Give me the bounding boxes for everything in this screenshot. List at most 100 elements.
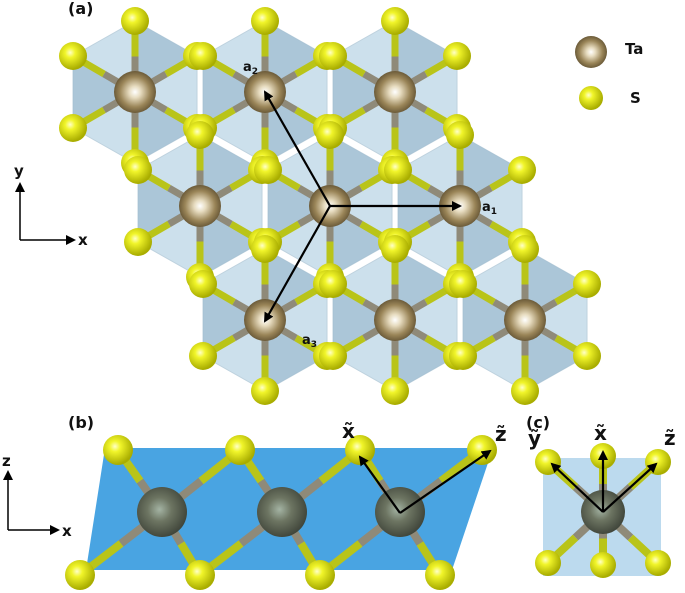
polyhedron-face <box>463 284 525 356</box>
vector-a2-arrow <box>264 90 331 207</box>
s-atom <box>251 7 279 35</box>
local-z-label-b: z̃ <box>495 422 507 446</box>
s-atom <box>381 377 409 405</box>
s-atom <box>425 560 455 590</box>
panel-b-label: (b) <box>68 413 94 432</box>
polyhedron-face <box>135 92 197 163</box>
s-atom <box>535 550 561 576</box>
vector-a2-label: a2 <box>243 60 258 77</box>
ta-atom <box>114 71 156 113</box>
s-atom <box>124 228 152 256</box>
vector-a3-label: a3 <box>302 333 317 350</box>
s-atom <box>59 42 87 70</box>
s-atom <box>449 270 477 298</box>
local-z-label-c: z̃ <box>664 426 676 450</box>
panel-b: (b) x̃ z̃ z x <box>2 413 507 590</box>
polyhedron-face <box>200 206 262 277</box>
x-axis-label-b: x <box>62 522 72 540</box>
local-y-label-c: ỹ <box>528 426 541 450</box>
panel-c: (c) ỹ x̃ z̃ <box>526 413 676 578</box>
polyhedron-face <box>333 284 395 356</box>
panel-a-label: (a) <box>68 0 93 18</box>
s-atom <box>443 42 471 70</box>
panel-a: (a) a1 a2 a3 y x Ta S <box>14 0 643 405</box>
s-atom <box>319 42 347 70</box>
s-atom <box>590 552 616 578</box>
polyhedron-face <box>395 320 457 391</box>
ta-atom <box>374 299 416 341</box>
s-atom <box>59 114 87 142</box>
s-atom <box>225 435 255 465</box>
s-atom <box>189 342 217 370</box>
s-atom <box>381 7 409 35</box>
polyhedron-face <box>135 21 197 92</box>
s-atom <box>645 550 671 576</box>
polyhedron-face <box>73 56 135 128</box>
s-atom <box>189 42 217 70</box>
atoms-layer <box>59 7 601 405</box>
y-axis-label: y <box>14 162 24 180</box>
s-atom <box>103 435 133 465</box>
s-atom <box>535 449 561 475</box>
local-x-label-c: x̃ <box>594 421 607 445</box>
ta-atom <box>504 299 546 341</box>
s-atom <box>65 560 95 590</box>
legend-ta-label: Ta <box>625 40 643 58</box>
s-atom <box>254 156 282 184</box>
s-atom <box>189 270 217 298</box>
polyhedron-face <box>330 206 392 277</box>
ta-atom <box>137 487 187 537</box>
polyhedron-face <box>203 56 265 128</box>
ta-atom <box>257 487 307 537</box>
polyhedron-face <box>138 170 200 242</box>
z-axis-label: z <box>2 452 11 470</box>
polyhedron-face <box>265 92 327 163</box>
local-axes-c: ỹ x̃ z̃ <box>528 421 676 513</box>
ta-atom <box>179 185 221 227</box>
polyhedron-face <box>395 21 457 92</box>
s-atom <box>186 121 214 149</box>
x-axis-label: x <box>78 231 88 249</box>
legend: Ta S <box>575 36 643 110</box>
polyhedron-face <box>268 170 330 242</box>
polyhedron-face <box>525 320 587 391</box>
legend-s-label: S <box>630 89 641 107</box>
s-atom <box>319 270 347 298</box>
local-x-arrow-b <box>358 455 401 514</box>
s-atom <box>251 235 279 263</box>
s-atom <box>305 560 335 590</box>
polyhedron-face <box>203 284 265 356</box>
local-z-arrow-b <box>399 449 492 514</box>
s-atom <box>185 560 215 590</box>
polyhedron-face <box>330 135 392 206</box>
s-atom <box>381 235 409 263</box>
atoms-layer-b <box>65 435 497 590</box>
s-atom <box>316 121 344 149</box>
polyhedron-face <box>395 249 457 320</box>
local-z-arrow-c <box>602 462 658 513</box>
panel-c-label: (c) <box>526 413 550 432</box>
xy-axes: y x <box>14 162 88 249</box>
vector-a1-label: a1 <box>482 200 497 217</box>
s-atom <box>121 7 149 35</box>
ta-atom <box>374 71 416 113</box>
s-atom <box>573 342 601 370</box>
s-atom <box>251 377 279 405</box>
s-atom <box>511 377 539 405</box>
s-atom <box>511 235 539 263</box>
s-atom <box>124 156 152 184</box>
polyhedron-face <box>333 56 395 128</box>
polyhedron-face <box>265 320 327 391</box>
polyhedron-face <box>460 135 522 206</box>
legend-ta-swatch <box>575 36 607 68</box>
lattice-vectors: a1 a2 a3 <box>243 60 497 350</box>
s-atom <box>467 435 497 465</box>
local-axes-b: x̃ z̃ <box>342 419 507 514</box>
s-atom <box>449 342 477 370</box>
polyhedron-face <box>200 135 262 206</box>
polyhedron-face <box>395 92 457 163</box>
polyhedron-face <box>265 21 327 92</box>
s-atom <box>446 121 474 149</box>
xz-axes: z x <box>2 452 72 540</box>
